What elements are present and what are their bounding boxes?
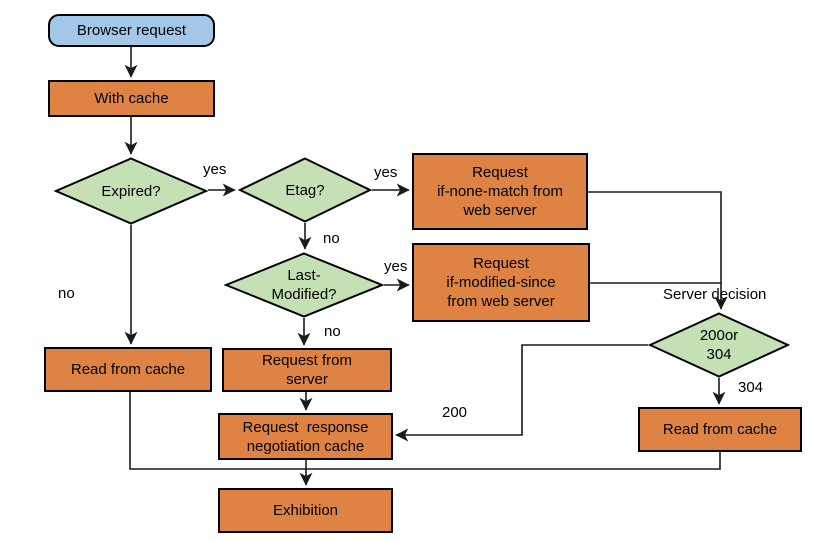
node-with-cache: With cache (48, 80, 215, 117)
node-request-if-modified-since-label: Request if-modified-since from web serve… (446, 255, 556, 310)
node-request-if-modified-since: Request if-modified-since from web serve… (412, 243, 590, 322)
node-read-from-cache-left-label: Read from cache (70, 361, 186, 378)
edge-label-200: 200 (442, 404, 468, 421)
edge-label-etag-no: no (323, 230, 340, 247)
node-request-response-negotiation-cache-label: Request response negotiation cache (242, 418, 369, 455)
diamond-shape-icon (54, 157, 208, 225)
node-last-modified-decision: Last- Modified? (224, 252, 384, 318)
node-read-from-cache-right: Read from cache (638, 407, 802, 452)
edge-ifnonematch-to-decision (588, 191, 728, 310)
node-read-from-cache-right-label: Read from cache (662, 421, 778, 438)
edge-label-304: 304 (738, 379, 764, 396)
node-exhibition-label: Exhibition (272, 502, 339, 519)
edge-readcache-merge-to-exhibition (129, 392, 721, 470)
edge-label-last-modified-yes: yes (384, 258, 408, 275)
node-with-cache-label: With cache (94, 90, 169, 107)
node-last-modified-label: Last- Modified? (271, 267, 337, 303)
node-expired-decision: Expired? (54, 157, 208, 225)
node-expired-label: Expired? (101, 182, 161, 200)
edge-decision-200-to-negotiation (395, 344, 648, 442)
edge-label-server-decision: Server decision (663, 286, 767, 303)
node-browser-request: Browser request (48, 14, 215, 47)
edge-label-expired-yes: yes (203, 161, 227, 178)
diamond-shape-icon (648, 312, 790, 378)
diamond-shape-icon (238, 157, 372, 223)
node-status-decision: 200or 304 (648, 312, 790, 378)
node-request-if-none-match-label: Request if-none-match from web server (437, 164, 563, 219)
diamond-shape-icon (224, 252, 384, 318)
node-request-response-negotiation-cache: Request response negotiation cache (218, 413, 393, 460)
node-request-from-server: Request from server (222, 348, 392, 392)
node-read-from-cache-left: Read from cache (44, 347, 212, 392)
node-request-if-none-match: Request if-none-match from web server (412, 153, 588, 230)
edge-label-etag-yes: yes (374, 164, 398, 181)
node-request-from-server-label: Request from server (261, 352, 353, 388)
node-browser-request-label: Browser request (76, 22, 187, 39)
node-etag-label: Etag? (285, 181, 325, 199)
node-exhibition: Exhibition (218, 488, 393, 533)
node-etag-decision: Etag? (238, 157, 372, 223)
edge-label-last-modified-no: no (324, 323, 341, 340)
node-status-decision-label: 200or 304 (699, 327, 739, 363)
edge-label-expired-no: no (58, 285, 75, 302)
